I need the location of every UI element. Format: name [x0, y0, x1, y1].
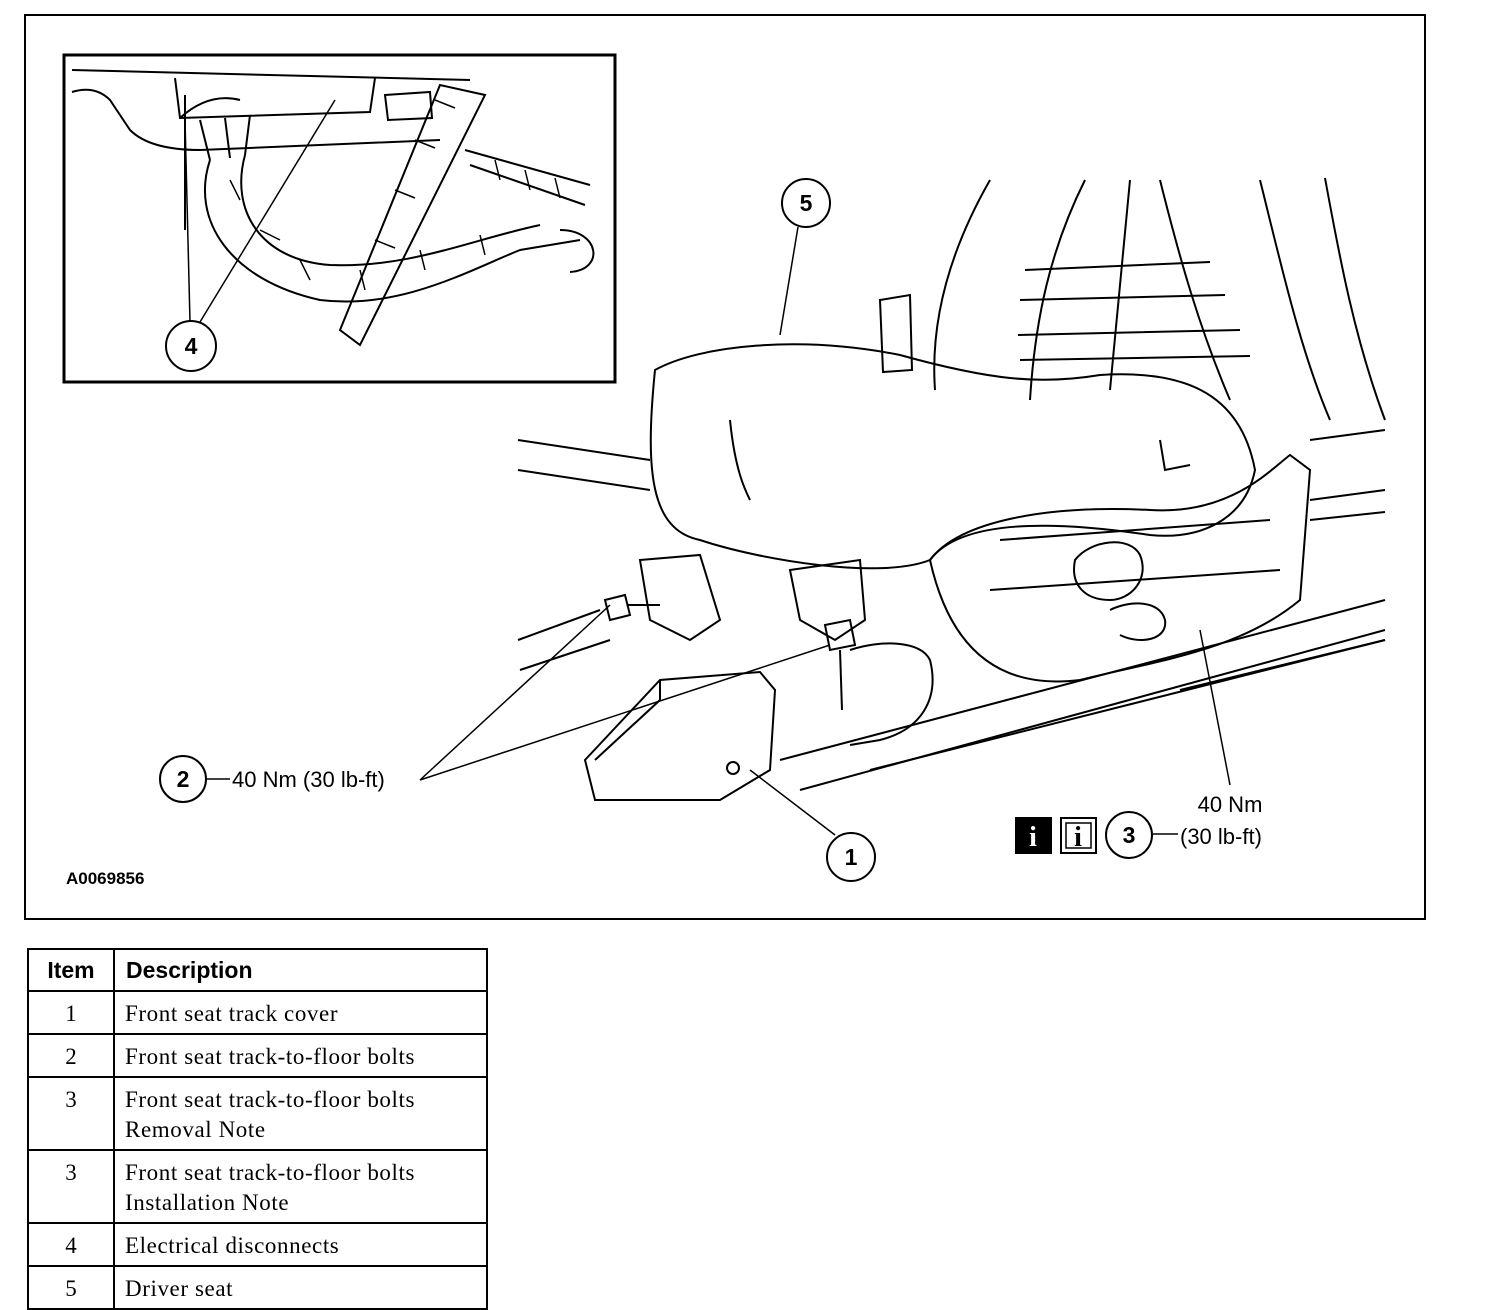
legend-description-line: Electrical disconnects	[125, 1233, 340, 1258]
callout-5	[781, 178, 831, 228]
legend-item-number: 3	[27, 1076, 115, 1151]
info-icon-outline[interactable]	[1060, 817, 1097, 854]
legend-item-number: 3	[27, 1149, 115, 1224]
table-row: 1 Front seat track cover	[27, 990, 488, 1035]
torque-spec-2: 40 Nm (30 lb-ft)	[232, 767, 385, 792]
legend-table: Item Description 1 Front seat track cove…	[27, 948, 488, 1310]
figure: 4	[24, 14, 1426, 920]
legend-description: Electrical disconnects	[113, 1222, 488, 1267]
callout-5-label: 5	[800, 190, 813, 216]
legend-description: Front seat track-to-floor bolts	[113, 1033, 488, 1078]
info-icon-outline-glyph: i	[1074, 822, 1082, 853]
legend-header-item: Item	[27, 948, 115, 992]
legend-item-number: 5	[27, 1265, 115, 1310]
legend-description-line: Driver seat	[125, 1276, 234, 1301]
torque-spec-3-line2: (30 lb-ft)	[1180, 824, 1262, 849]
callout-4-label: 4	[185, 333, 198, 359]
figure-id: A0069856	[66, 869, 144, 888]
table-row: 2 Front seat track-to-floor bolts	[27, 1033, 488, 1078]
inset-detail: 4	[62, 53, 617, 384]
driver-seat-drawing	[517, 177, 1386, 801]
callout-2	[159, 755, 207, 803]
legend-description: Front seat track cover	[113, 990, 488, 1035]
table-row: 5 Driver seat	[27, 1265, 488, 1310]
callout-1	[826, 832, 876, 882]
callout-3	[1105, 811, 1153, 859]
info-icon-filled[interactable]	[1015, 817, 1052, 854]
legend-header-row: Item Description	[27, 948, 488, 992]
callout-3-label: 3	[1123, 822, 1136, 848]
callout-1-label: 1	[845, 844, 858, 870]
legend-description: Driver seat	[113, 1265, 488, 1310]
leader-lines	[205, 226, 1231, 836]
legend-description-line: Front seat track-to-floor bolts	[125, 1160, 416, 1185]
legend-item-number: 1	[27, 990, 115, 1035]
legend-header-description: Description	[113, 948, 488, 992]
legend-item-number: 2	[27, 1033, 115, 1078]
installation-note-link[interactable]: Installation Note	[125, 1190, 290, 1215]
info-icon-filled-glyph: i	[1029, 822, 1037, 853]
legend-description-line: Front seat track-to-floor bolts	[125, 1087, 416, 1112]
removal-note-link[interactable]: Removal Note	[125, 1117, 266, 1142]
callout-4	[165, 320, 217, 372]
callout-2-label: 2	[177, 766, 190, 792]
legend-description-line: Front seat track-to-floor bolts	[125, 1044, 416, 1069]
legend-description-line: Front seat track cover	[125, 1001, 339, 1026]
seat-illustration: 4	[24, 14, 1426, 920]
table-row: 4 Electrical disconnects	[27, 1222, 488, 1267]
legend-item-number: 4	[27, 1222, 115, 1267]
torque-spec-3-line1: 40 Nm	[1198, 792, 1263, 817]
